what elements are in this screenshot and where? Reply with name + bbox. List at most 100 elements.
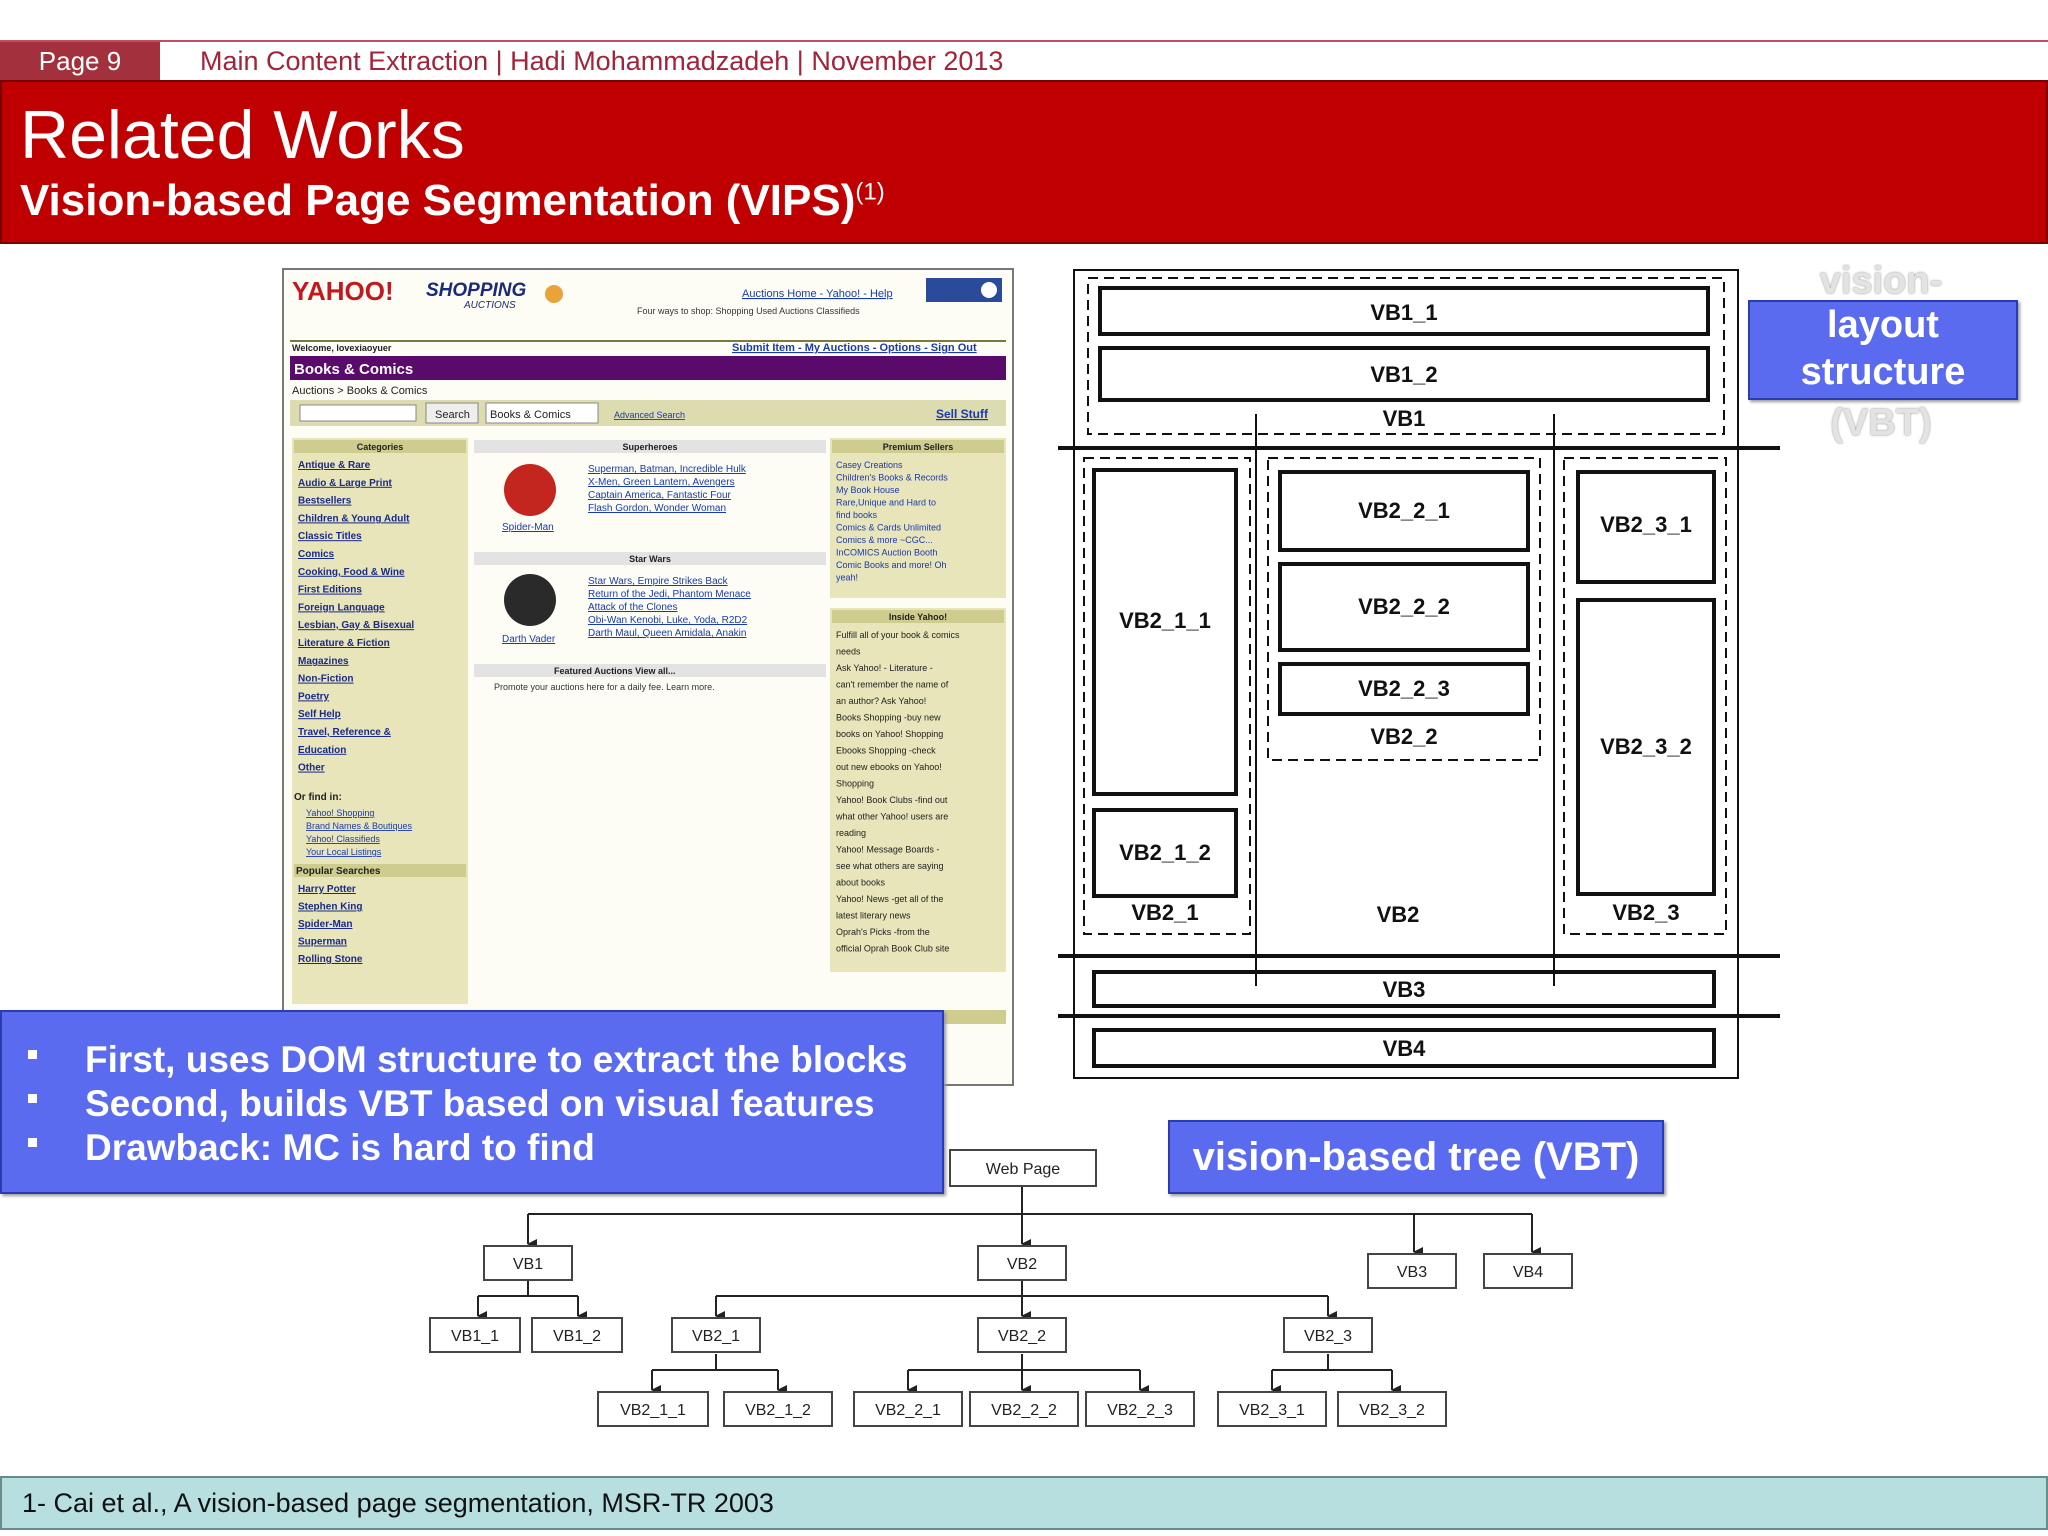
inside-yahoo-item: Yahoo! News -get all of the (836, 894, 943, 904)
tree-label-vb2-1-1: VB2_1_1 (620, 1402, 686, 1419)
inside-yahoo-item: about books (836, 878, 886, 888)
vb2-3-label: VB2_3 (1612, 900, 1679, 925)
premium-seller-item[interactable]: InCOMICS Auction Booth (836, 548, 938, 558)
search-button[interactable] (425, 402, 479, 424)
popular-search-link[interactable]: Rolling Stone (298, 954, 363, 965)
premium-seller-item[interactable]: Children's Books & Records (836, 473, 948, 483)
tree-label-vb4: VB4 (1513, 1264, 1543, 1281)
inside-yahoo-item: Ebooks Shopping -check (836, 746, 936, 756)
popular-header: Popular Searches (296, 866, 381, 877)
popular-search-link[interactable]: Harry Potter (298, 884, 356, 895)
vb2-3-region (1563, 457, 1727, 935)
vb2-2-2-label: VB2_2_2 (1358, 594, 1450, 619)
category-select[interactable] (485, 402, 599, 424)
premium-seller-item[interactable]: Comic Books and more! Oh (836, 560, 947, 570)
premium-seller-item[interactable]: My Book House (836, 485, 900, 495)
find-in-link[interactable]: Your Local Listings (306, 847, 382, 857)
featured-auctions[interactable]: Featured Auctions View all... (554, 666, 676, 676)
find-in-link[interactable]: Yahoo! Classifieds (306, 834, 380, 844)
tree-node-vb2-3-1 (1217, 1391, 1327, 1427)
premium-seller-item[interactable]: yeah! (836, 573, 858, 583)
category-link[interactable]: First Editions (298, 585, 362, 596)
tree-label-vb2-2-1: VB2_2_1 (875, 1402, 941, 1419)
top-links[interactable]: Auctions Home - Yahoo! - Help (742, 288, 893, 300)
category-link[interactable]: Poetry (298, 691, 330, 702)
starwars-link[interactable]: Darth Maul, Queen Amidala, Anakin (588, 628, 746, 639)
vb1-2-label: VB1_2 (1370, 362, 1437, 387)
inside-yahoo-item: Shopping (836, 779, 874, 789)
popular-search-link[interactable]: Superman (298, 937, 347, 948)
inside-yahoo-item: out new ebooks on Yahoo! (836, 762, 942, 772)
category-link[interactable]: Literature & Fiction (298, 638, 390, 649)
popular-search-link[interactable]: Spider-Man (298, 919, 352, 930)
vb2-2-region (1267, 457, 1541, 761)
tree-label-root: Web Page (986, 1161, 1061, 1178)
tree-node-vb2-3-2 (1337, 1391, 1447, 1427)
yahoo-screenshot-drawing: YAHOO! SHOPPING AUCTIONS Auctions Home -… (284, 270, 1012, 1084)
vader-caption[interactable]: Darth Vader (502, 634, 556, 645)
superhero-link[interactable]: Captain America, Fantastic Four (588, 490, 732, 501)
category-link[interactable]: Self Help (298, 709, 341, 720)
layout-label-line2: structure (1800, 351, 1966, 393)
header-rule (0, 40, 2048, 42)
premium-seller-item[interactable]: Comics & more ~CGC... (836, 535, 933, 545)
subtitle-text: Vision-based Page Segmentation (VIPS) (20, 176, 856, 225)
premium-seller-item[interactable]: Rare,Unique and Hard to (836, 498, 936, 508)
starwars-link[interactable]: Star Wars, Empire Strikes Back (588, 576, 729, 587)
category-link[interactable]: Magazines (298, 656, 349, 667)
tree-node-vb2-3 (1283, 1317, 1373, 1353)
vbt-label: vision-based tree (VBT) (1168, 1120, 1664, 1194)
category-link[interactable]: Antique & Rare (298, 460, 371, 471)
promote-text: Promote your auctions here for a daily f… (494, 682, 715, 692)
superheroes-list: Superman, Batman, Incredible HulkX-Men, … (588, 464, 747, 514)
category-link[interactable]: Audio & Large Print (298, 478, 393, 489)
tree-node-vb4 (1483, 1253, 1573, 1289)
shopping-bag-icon (545, 285, 563, 303)
category-link[interactable]: Classic Titles (298, 531, 362, 542)
category-link[interactable]: Children & Young Adult (298, 513, 410, 524)
layout-structure-label: layout structure (1748, 300, 2018, 400)
category-link[interactable]: Travel, Reference & (298, 727, 391, 738)
category-link[interactable]: Education (298, 745, 346, 756)
vb4-label: VB4 (1383, 1036, 1427, 1061)
inside-yahoo-item: see what others are saying (836, 861, 944, 871)
superhero-link[interactable]: Flash Gordon, Wonder Woman (588, 503, 726, 514)
find-in-link[interactable]: Yahoo! Shopping (306, 808, 374, 818)
category-link[interactable]: Foreign Language (298, 602, 385, 613)
spiderman-caption[interactable]: Spider-Man (502, 522, 554, 533)
yahoo-logo: YAHOO! (292, 276, 394, 306)
advanced-search-link[interactable]: Advanced Search (614, 410, 685, 420)
premium-seller-item[interactable]: Comics & Cards Unlimited (836, 523, 941, 533)
category-link[interactable]: Non-Fiction (298, 674, 354, 685)
premium-seller-item[interactable]: find books (836, 510, 878, 520)
vb2-label: VB2 (1377, 902, 1420, 927)
sell-stuff-link[interactable]: Sell Stuff (936, 407, 989, 421)
superhero-link[interactable]: Superman, Batman, Incredible Hulk (588, 464, 747, 475)
starwars-link[interactable]: Attack of the Clones (588, 602, 678, 613)
category-link[interactable]: Lesbian, Gay & Bisexual (298, 620, 414, 631)
category-link[interactable]: Comics (298, 549, 335, 560)
find-in-link[interactable]: Brand Names & Boutiques (306, 821, 413, 831)
category-link[interactable]: Bestsellers (298, 496, 352, 507)
starwars-link[interactable]: Obi-Wan Kenobi, Luke, Yoda, R2D2 (588, 615, 748, 626)
category-link[interactable]: Other (298, 763, 325, 774)
premium-seller-item[interactable]: Casey Creations (836, 460, 903, 470)
breadcrumb[interactable]: Auctions > Books & Comics (292, 385, 428, 397)
search-input[interactable] (299, 404, 417, 422)
vb2-1-1-label: VB2_1_1 (1119, 608, 1211, 633)
category-select-value: Books & Comics (490, 409, 571, 421)
tree-label-vb1: VB1 (513, 1256, 543, 1273)
category-link[interactable]: Cooking, Food & Wine (298, 567, 405, 578)
slide-subtitle: Vision-based Page Segmentation (VIPS)(1) (20, 176, 885, 226)
tree-node-vb3 (1367, 1253, 1457, 1289)
popular-search-link[interactable]: Stephen King (298, 902, 362, 913)
starwars-link[interactable]: Return of the Jedi, Phantom Menace (588, 589, 751, 600)
vb2-2-3-label: VB2_2_3 (1358, 676, 1450, 701)
or-find-in-label: Or find in: (294, 792, 342, 803)
account-links[interactable]: Submit Item - My Auctions - Options - Si… (732, 342, 977, 354)
inside-yahoo-item: Ask Yahoo! - Literature - (836, 663, 933, 673)
superhero-link[interactable]: X-Men, Green Lantern, Avengers (588, 477, 735, 488)
vb2-3-2-label: VB2_3_2 (1600, 734, 1692, 759)
tree-node-vb2-2-3 (1085, 1391, 1195, 1427)
